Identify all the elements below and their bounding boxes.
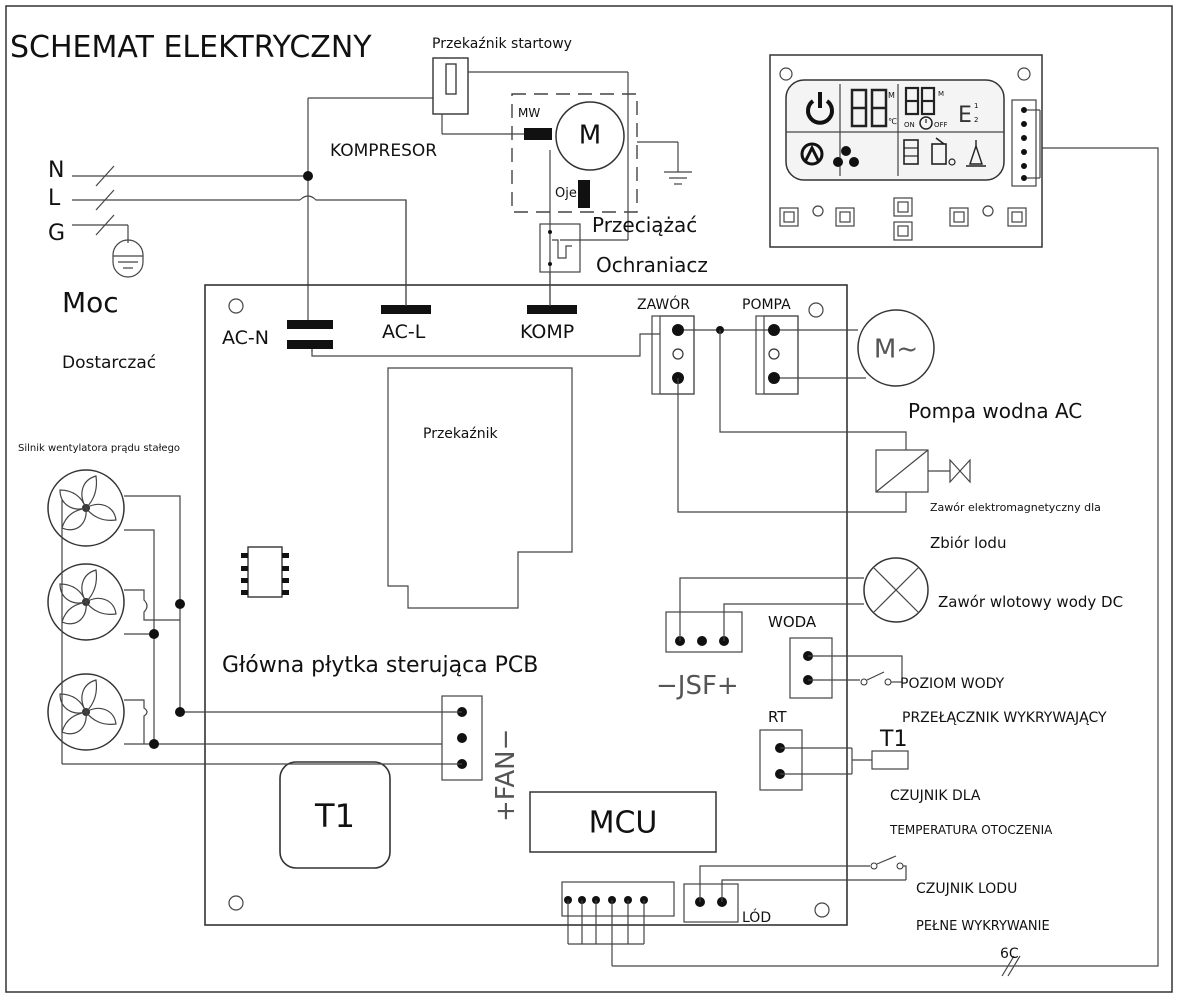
svg-text:℃: ℃ — [888, 117, 897, 126]
svg-text:1: 1 — [974, 102, 978, 110]
display-button-6[interactable] — [1007, 207, 1027, 227]
relay-label: Przekaźnik — [423, 426, 498, 442]
inlet-valve-label: Zawór wlotowy wody DC — [938, 593, 1123, 611]
svg-text:M: M — [888, 91, 895, 100]
svg-text:2: 2 — [974, 116, 978, 124]
on-label: ON — [904, 121, 915, 129]
off-label: OFF — [934, 121, 948, 129]
display-button-2[interactable] — [835, 207, 855, 227]
ambient-sensor: T1 CZUJNIK DLA TEMPERATURA OTOCZENIA — [780, 727, 1053, 837]
pump-motor — [857, 309, 935, 387]
t1-sensor-label: T1 — [879, 727, 907, 752]
overload-protector — [539, 223, 581, 273]
display-board: M ℃ M ON OFF E 1 2 — [769, 54, 1043, 248]
ic-chip — [247, 546, 283, 598]
mw-label: MW — [518, 106, 540, 120]
water-level-switch: POZIOM WODY PRZEŁĄCZNIK WYKRYWAJĄCY — [808, 655, 1107, 726]
ice-sensor-label-2: PEŁNE WYKRYWANIE — [916, 919, 1050, 934]
ice-mode-icon — [800, 142, 824, 166]
power-input: N L G Moc Dostarczać — [48, 158, 407, 373]
zawor-label: ZAWÓR — [637, 295, 690, 313]
ac-n-label: AC-N — [222, 327, 269, 349]
display-button-1[interactable] — [779, 207, 799, 227]
pompa-label: POMPA — [742, 297, 791, 313]
fan-1 — [47, 469, 125, 547]
compressor-label: KOMPRESOR — [330, 141, 437, 161]
ntc-probe — [871, 750, 909, 770]
pcb-outline — [204, 284, 848, 926]
temperature-digits: M ℃ — [850, 88, 897, 128]
compressor-motor-label: M — [579, 121, 601, 151]
ice-sensor: CZUJNIK LODU PEŁNE WYKRYWANIE 6C — [699, 855, 1050, 962]
woda-label: WODA — [768, 613, 817, 631]
display-button-4[interactable] — [893, 221, 913, 241]
display-button-3[interactable] — [893, 197, 913, 217]
overload-label-2: Ochraniacz — [596, 253, 708, 277]
label-g: G — [48, 221, 65, 246]
ambient-label-1: CZUJNIK DLA — [890, 788, 981, 804]
diagram-title: SCHEMAT ELEKTRYCZNY — [10, 30, 372, 65]
water-level-label: POZIOM WODY — [900, 676, 1005, 692]
water-add-icon — [931, 137, 956, 166]
label-dostarczac: Dostarczać — [62, 353, 156, 373]
label-n: N — [48, 158, 64, 183]
detect-switch-label: PRZEŁĄCZNIK WYKRYWAJĄCY — [902, 710, 1107, 726]
inlet-valve: Zawór wlotowy wody DC — [679, 557, 1123, 641]
rt-label: RT — [768, 708, 787, 726]
start-relay-label: Przekaźnik startowy — [432, 36, 572, 52]
display-connector — [1011, 99, 1037, 187]
svg-text:M: M — [938, 90, 944, 98]
fan-label: +FAN− — [491, 729, 521, 822]
power-icon — [806, 92, 834, 125]
display-button-5[interactable] — [949, 207, 969, 227]
compressor-motor — [555, 101, 625, 171]
ice-sensor-label-1: CZUJNIK LODU — [916, 881, 1017, 897]
lod-label: LÓD — [742, 908, 771, 926]
mcu-block — [529, 791, 717, 853]
jsf-label: −JSF+ — [656, 671, 739, 701]
light-icon — [966, 140, 986, 167]
dc-fan-label: Silnik wentylatora prądu stałego — [18, 443, 180, 454]
solenoid-valve — [949, 458, 971, 484]
outer-frame — [5, 5, 1173, 993]
dc-fans: Silnik wentylatora prądu stałego — [18, 443, 462, 765]
cable-label: 6C — [1000, 946, 1019, 962]
main-pcb: AC-N AC-L KOMP Przekaźnik Główna płytka … — [204, 147, 1159, 977]
pump-and-solenoid: M~ Pompa wodna AC Zawór elektromagnetycz… — [677, 309, 1101, 552]
solenoid-label: Zawór elektromagnetyczny dla — [930, 501, 1101, 514]
label-l: L — [48, 186, 61, 211]
komp-label: KOMP — [520, 321, 574, 343]
pump-motor-label: M~ — [874, 335, 918, 365]
t1-box — [279, 761, 391, 869]
relay-block — [387, 367, 573, 609]
overload-label-1: Przeciążać — [592, 213, 697, 237]
ambient-label-2: TEMPERATURA OTOCZENIA — [889, 823, 1053, 837]
fan-icon — [833, 146, 859, 167]
ice-full-icon — [903, 139, 919, 165]
ground-symbol — [112, 239, 144, 278]
fan-3 — [47, 673, 125, 751]
mcu-label: MCU — [589, 806, 658, 841]
oje-label: Oje — [555, 186, 577, 201]
label-moc: Moc — [62, 286, 119, 319]
clock-icon — [919, 116, 933, 130]
time-digits: M ON OFF E 1 2 — [904, 86, 978, 130]
pump-label: Pompa wodna AC — [908, 399, 1082, 423]
compressor-area: Przekaźnik startowy MW M Oje KOMPRESOR P… — [330, 36, 708, 305]
main-board-label: Główna płytka sterująca PCB — [222, 653, 538, 678]
ac-l-label: AC-L — [382, 321, 426, 343]
t1-box-label: T1 — [314, 797, 355, 835]
ice-collect-label: Zbiór lodu — [930, 534, 1006, 552]
error-indicator-e: E — [958, 103, 972, 128]
fan-2 — [47, 563, 125, 641]
